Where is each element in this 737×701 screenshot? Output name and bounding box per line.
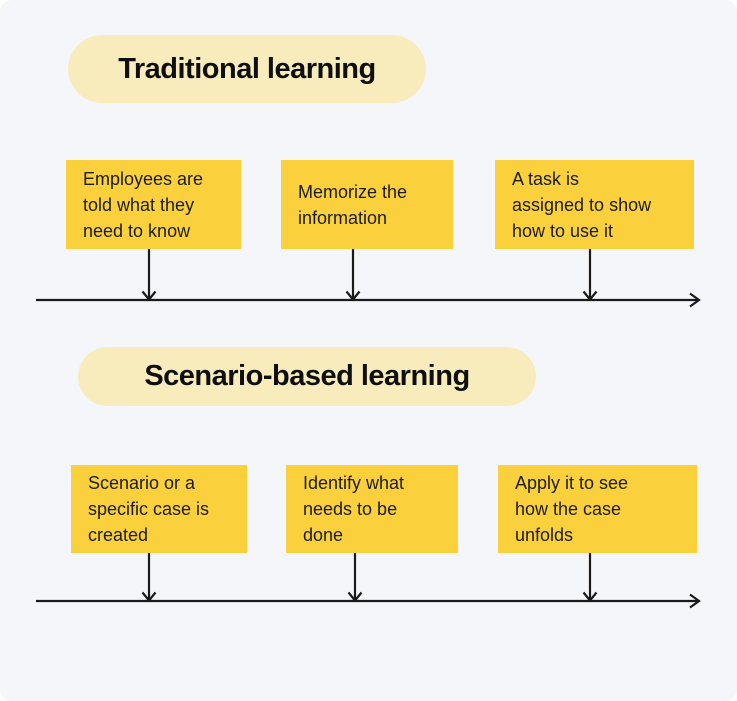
drop-arrow-head-icon (347, 591, 363, 603)
step-card-traditional-2: Memorize the information (281, 160, 453, 249)
step-card-scenario-2: Identify what needs to be done (286, 465, 458, 553)
step-card-text: Identify what needs to be done (303, 473, 405, 545)
drop-arrow-head-icon (582, 591, 598, 603)
traditional-section-title: Traditional learning (118, 52, 376, 85)
timeline-arrowhead-icon (689, 593, 701, 609)
scenario-section-title: Scenario-based learning (144, 360, 470, 392)
drop-arrow-head-icon (345, 290, 361, 302)
drop-arrow-head-icon (141, 290, 157, 302)
traditional-section-title-pill: Traditional learning (68, 35, 426, 103)
drop-arrow-head-icon (141, 591, 157, 603)
step-card-text: Apply it to see how the case unfolds (515, 473, 629, 545)
timeline-arrowhead-icon (689, 292, 701, 308)
step-card-scenario-3: Apply it to see how the case unfolds (498, 465, 697, 553)
step-card-text: Employees are told what they need to kno… (83, 168, 204, 241)
step-card-traditional-3: A task is assigned to show how to use it (495, 160, 694, 249)
drop-arrow-head-icon (582, 290, 598, 302)
scenario-section-title-pill: Scenario-based learning (78, 347, 536, 406)
step-card-scenario-1: Scenario or a specific case is created (71, 465, 247, 553)
step-card-text: Memorize the information (298, 181, 408, 228)
step-card-traditional-1: Employees are told what they need to kno… (66, 160, 241, 249)
step-card-text: Scenario or a specific case is created (88, 473, 210, 545)
step-card-text: A task is assigned to show how to use it (512, 168, 652, 241)
